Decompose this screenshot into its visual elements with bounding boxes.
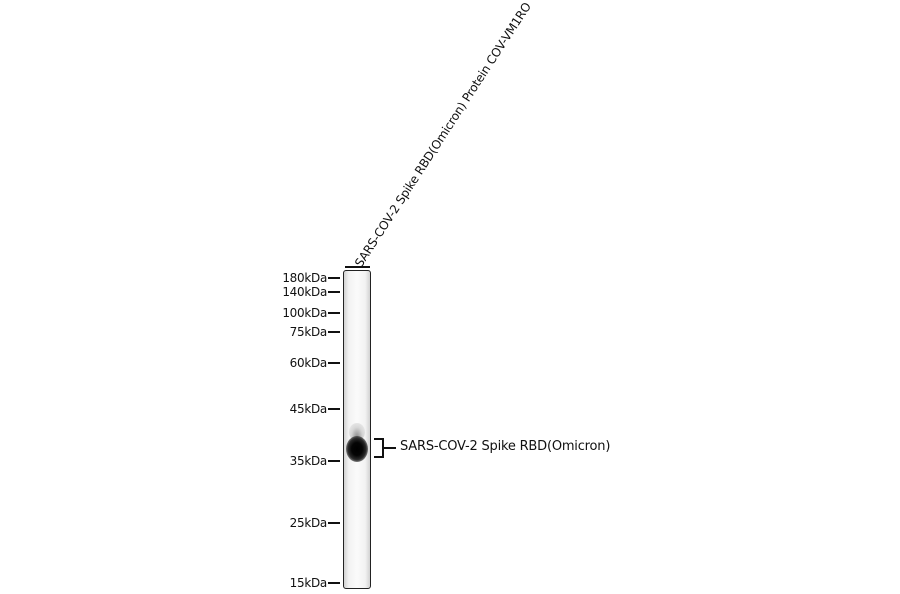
band-bracket-stem xyxy=(384,447,396,449)
marker-label: 15kDa xyxy=(289,576,328,590)
marker-label: 60kDa xyxy=(289,356,328,370)
marker-tick xyxy=(328,331,340,333)
marker-label: 25kDa xyxy=(289,516,328,530)
marker-tick xyxy=(328,277,340,279)
marker-35kda: 35kDa xyxy=(290,454,340,468)
marker-label: 35kDa xyxy=(289,454,328,468)
blot-lane xyxy=(343,270,371,589)
marker-tick xyxy=(328,460,340,462)
marker-tick xyxy=(328,291,340,293)
band-bracket xyxy=(374,438,384,458)
lane-sample-label: SARS-COV-2 Spike RBD(Omicron) Protein CO… xyxy=(352,0,534,270)
band-label: SARS-COV-2 Spike RBD(Omicron) xyxy=(400,439,611,454)
marker-60kda: 60kDa xyxy=(290,356,340,370)
protein-band xyxy=(346,436,368,462)
marker-label: 180kDa xyxy=(282,271,327,285)
lane-label-underline xyxy=(345,266,370,268)
marker-180kda: 180kDa xyxy=(282,271,340,285)
marker-tick xyxy=(328,582,340,584)
marker-100kda: 100kDa xyxy=(282,306,340,320)
marker-tick xyxy=(328,312,340,314)
marker-15kda: 15kDa xyxy=(290,576,340,590)
marker-tick xyxy=(328,362,340,364)
marker-tick xyxy=(328,408,340,410)
marker-25kda: 25kDa xyxy=(290,516,340,530)
marker-140kda: 140kDa xyxy=(282,285,340,299)
marker-75kda: 75kDa xyxy=(290,325,340,339)
marker-label: 45kDa xyxy=(289,402,328,416)
marker-tick xyxy=(328,522,340,524)
marker-label: 100kDa xyxy=(282,306,327,320)
marker-label: 75kDa xyxy=(289,325,328,339)
marker-label: 140kDa xyxy=(282,285,327,299)
marker-45kda: 45kDa xyxy=(290,402,340,416)
